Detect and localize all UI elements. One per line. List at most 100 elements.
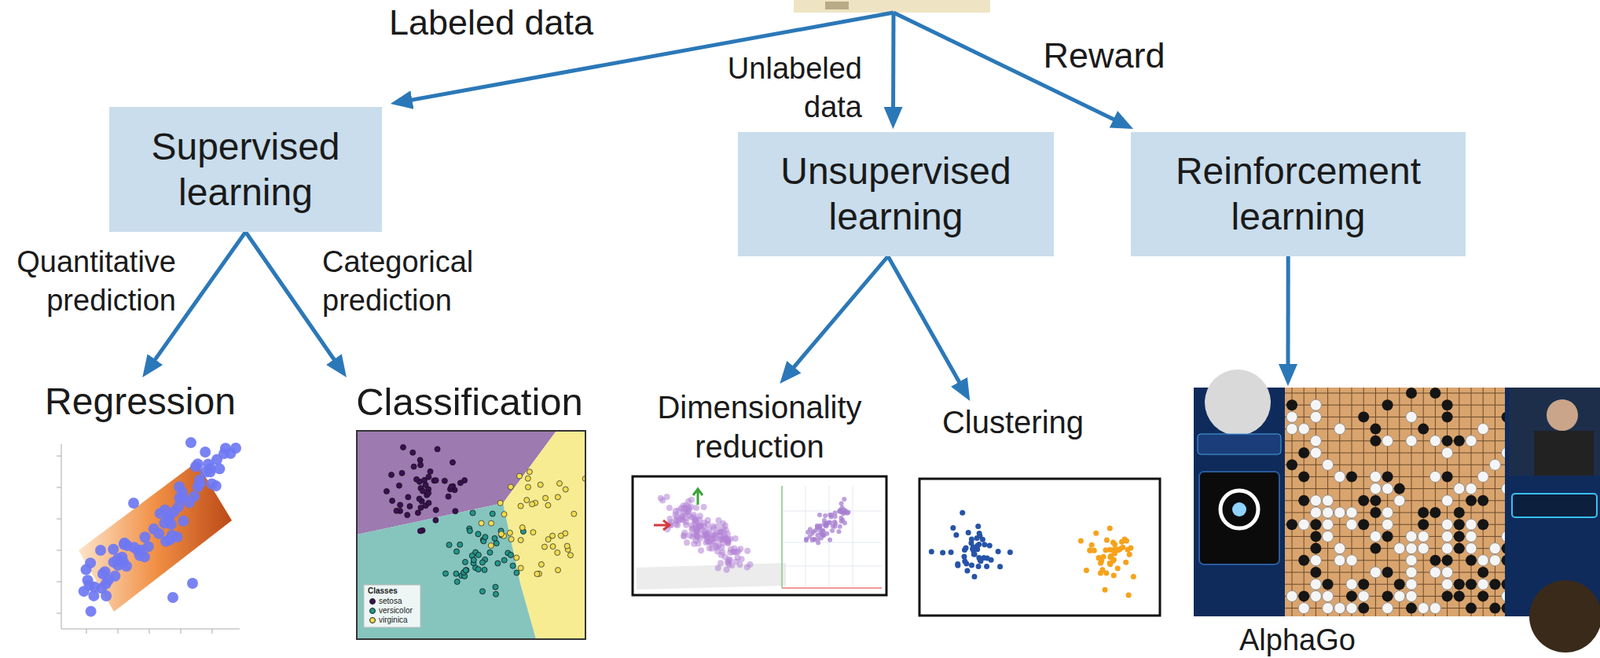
go-stone [1310,543,1322,555]
go-stone [1369,495,1381,507]
logo-eye [1220,490,1259,529]
projected-point [823,523,829,529]
class-point [513,554,520,561]
example-panel: Clustering [919,402,1160,616]
projected-point [811,528,816,534]
projected-point [690,540,698,547]
cluster-point [1007,549,1013,555]
go-stone [1334,423,1346,435]
class-point [417,528,423,534]
cluster-point [1096,554,1102,561]
class-point [418,462,424,468]
go-stone [1477,590,1489,602]
cluster-point [1126,551,1133,558]
go-stone [1465,602,1477,614]
data-point [84,557,96,569]
class-point [446,542,452,548]
go-stone [1442,411,1454,423]
data-point [128,541,140,553]
class-point [567,552,573,558]
class-point [498,531,504,537]
projected-point [693,532,700,540]
legend-text: virginica [378,615,408,625]
class-point [564,543,570,549]
class-point [495,560,501,566]
class-point [543,495,549,501]
go-stone [1417,530,1429,542]
go-stone [1369,435,1381,447]
class-point [396,482,402,489]
cluster-point [1111,572,1117,578]
go-stone [1310,590,1322,602]
go-board [1284,387,1505,617]
go-stone [1501,554,1505,566]
cluster-point [1107,561,1113,567]
go-stone [1346,602,1358,614]
go-stone [1405,543,1417,555]
class-point [400,444,407,450]
go-stone [1453,435,1465,447]
class-point [493,590,500,597]
go-stone [1357,590,1369,602]
go-stone [1442,590,1454,602]
cluster-point [979,536,986,543]
data-point [99,565,111,577]
data-point [218,447,230,459]
class-point [463,567,470,573]
class-point [383,488,389,494]
example-panel: Dimensionality reduction [632,385,887,595]
class-point [508,551,514,558]
go-stone [1298,470,1310,482]
cluster-point [950,524,956,531]
legend-swatch [369,616,376,624]
go-stone [1322,578,1334,590]
cluster-point [1127,544,1134,551]
go-stone [1429,506,1441,518]
go-stone [1310,447,1322,459]
go-stone [1429,470,1441,482]
go-stone [1429,566,1441,578]
projected-point [702,539,709,546]
example-panel: Regression [30,378,250,654]
clustering-plot [919,478,1160,616]
go-stone [1369,530,1381,542]
cluster-point [1096,554,1102,561]
projected-point [829,528,835,533]
cluster-point [1089,542,1095,548]
legend-text: versicolor [378,605,413,616]
class-point [530,529,536,536]
source-box [793,0,991,13]
class-point [425,499,432,506]
projected-point [805,529,811,535]
player-body [1533,430,1594,476]
go-stone [1322,518,1334,530]
node-label: Supervised learning [120,124,371,215]
go-stone [1310,530,1322,542]
go-stone [1405,554,1417,566]
data-point [230,442,242,454]
data-point [172,500,184,512]
go-stone [1334,506,1346,518]
cluster-point [1102,587,1109,593]
go-stone [1417,506,1429,518]
go-stone [1501,447,1505,459]
plot-frame [356,430,586,639]
go-stone [1405,435,1417,447]
go-stone [1357,495,1369,507]
go-stone [1417,543,1429,555]
go-stone [1286,423,1298,435]
go-stone [1465,543,1477,555]
projected-point [842,520,848,525]
go-stone [1382,399,1394,411]
go-stone [1286,399,1298,411]
class-point [501,511,507,518]
legend-entry: virginica [369,615,408,625]
go-stone [1334,602,1346,614]
go-stones [1284,387,1505,617]
go-stone [1501,483,1505,495]
class-point [510,562,516,569]
go-stone [1442,435,1454,447]
cluster-point [983,563,990,569]
class-point [417,457,423,463]
class-point [462,558,468,565]
